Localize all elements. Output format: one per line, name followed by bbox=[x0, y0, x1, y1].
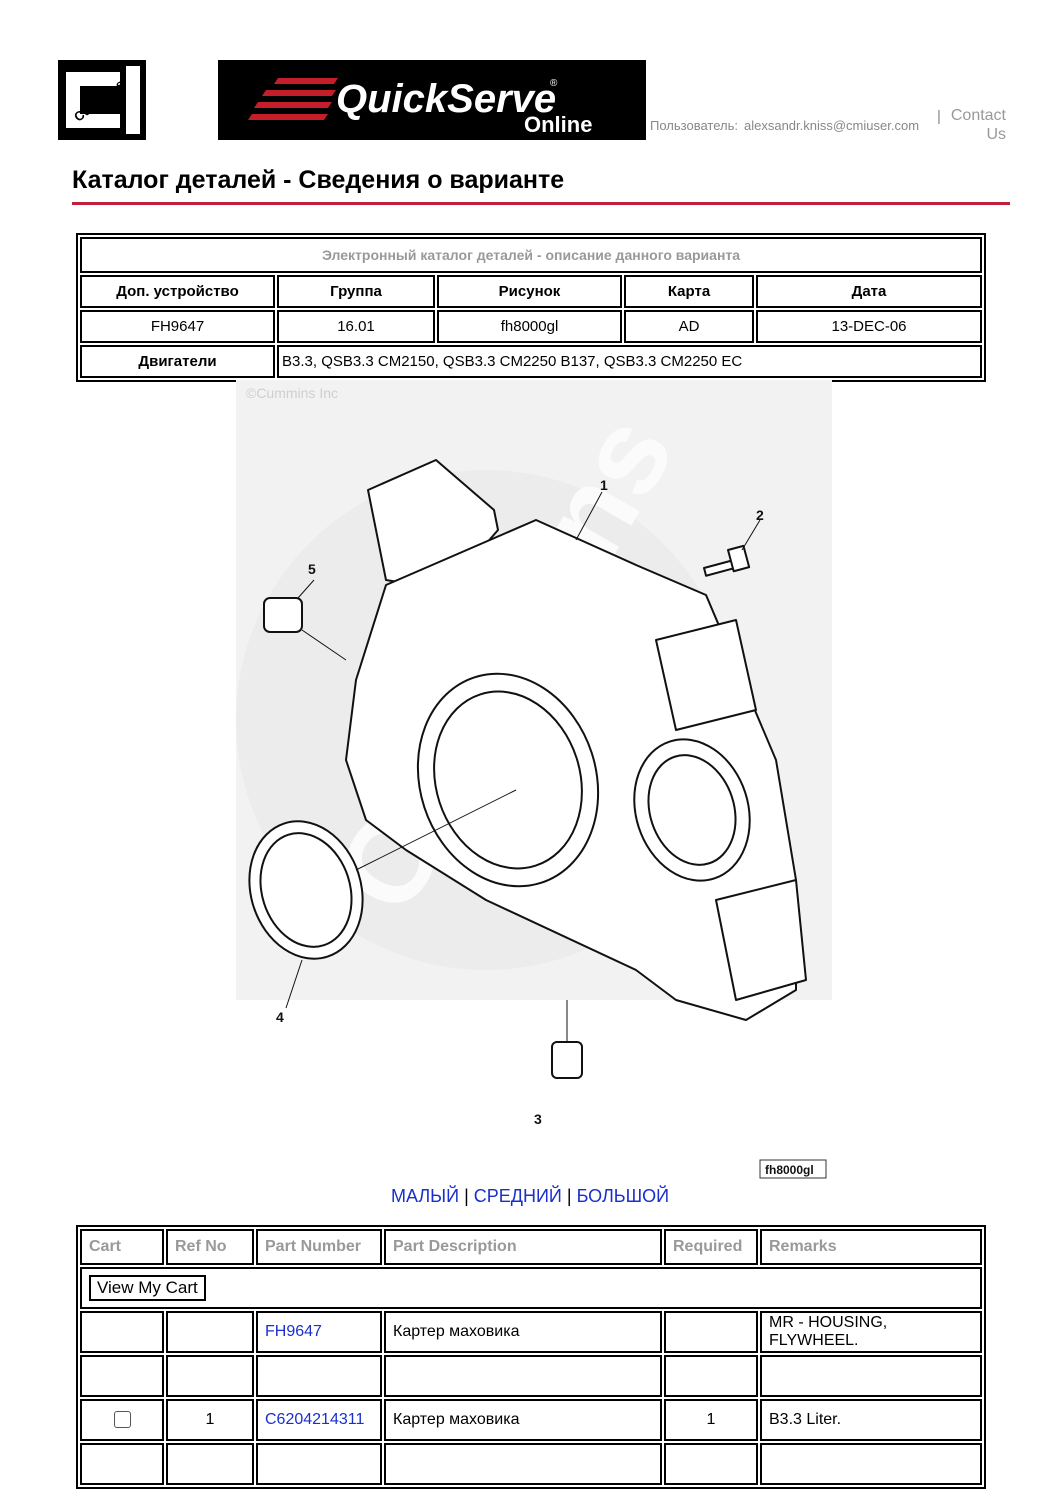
info-value-date: 13-DEC-06 bbox=[756, 310, 982, 343]
callout-4: 4 bbox=[276, 1009, 284, 1025]
row-cart-cell bbox=[80, 1399, 164, 1441]
callout-2: 2 bbox=[756, 507, 764, 523]
row-ref bbox=[166, 1355, 254, 1397]
row-ref bbox=[166, 1311, 254, 1353]
housing-mount-upper bbox=[655, 619, 757, 731]
size-sep-2: | bbox=[566, 1186, 572, 1206]
size-large-link[interactable]: БОЛЬШОЙ bbox=[576, 1186, 670, 1206]
part-number-link[interactable]: FH9647 bbox=[265, 1323, 322, 1340]
size-medium-link[interactable]: СРЕДНИЙ bbox=[473, 1186, 562, 1206]
col-required: Required bbox=[664, 1229, 758, 1265]
row-required bbox=[664, 1311, 758, 1353]
quickserve-online-text: Online bbox=[524, 112, 592, 137]
row-part-number bbox=[256, 1355, 382, 1397]
parts-diagram: Cummins ©Cummins Inc bbox=[236, 380, 832, 1180]
row-remarks: MR - HOUSING, FLYWHEEL. bbox=[760, 1311, 982, 1353]
row-required: 1 bbox=[664, 1399, 758, 1441]
cummins-logo: Cummins bbox=[58, 60, 146, 140]
quickserve-logo: QuickServe ® Online bbox=[218, 60, 646, 140]
part-number-link[interactable]: C6204214311 bbox=[265, 1411, 365, 1428]
plug-3 bbox=[551, 1041, 583, 1079]
callout-1: 1 bbox=[600, 477, 608, 493]
contact-line-2: Us bbox=[986, 126, 1006, 143]
user-email: alexsandr.kniss@cmiuser.com bbox=[743, 118, 920, 133]
table-row: 1 C6204214311 Картер маховика 1 B3.3 Lit… bbox=[80, 1399, 982, 1441]
row-description: Картер маховика bbox=[384, 1311, 662, 1353]
col-part-description: Part Description bbox=[384, 1229, 662, 1265]
table-row bbox=[80, 1443, 982, 1485]
info-header-group: Группа bbox=[277, 275, 435, 308]
col-cart: Cart bbox=[80, 1229, 164, 1265]
info-value-figure: fh8000gl bbox=[437, 310, 622, 343]
size-sep-1: | bbox=[464, 1186, 469, 1206]
row-required bbox=[664, 1355, 758, 1397]
row-remarks bbox=[760, 1355, 982, 1397]
info-value-map: AD bbox=[624, 310, 754, 343]
table-row bbox=[80, 1355, 982, 1397]
image-size-links: МАЛЫЙ | СРЕДНИЙ | БОЛЬШОЙ bbox=[0, 1186, 1060, 1207]
starter-opening-inner bbox=[647, 754, 737, 866]
info-header-map: Карта bbox=[624, 275, 754, 308]
info-header-date: Дата bbox=[756, 275, 982, 308]
info-header-device: Доп. устройство bbox=[80, 275, 275, 308]
user-info: Пользователь: alexsandr.kniss@cmiuser.com bbox=[650, 118, 919, 133]
col-part-number: Part Number bbox=[256, 1229, 382, 1265]
plug-5 bbox=[263, 597, 303, 633]
size-small-link[interactable]: МАЛЫЙ bbox=[390, 1186, 460, 1206]
quickserve-logo-text: QuickServe bbox=[336, 77, 556, 121]
diagram-copyright: ©Cummins Inc bbox=[246, 385, 338, 401]
row-part-number: C6204214311 bbox=[256, 1399, 382, 1441]
callout-5: 5 bbox=[308, 561, 316, 577]
view-cart-cell: View My Cart bbox=[80, 1267, 982, 1309]
col-ref-no: Ref No bbox=[166, 1229, 254, 1265]
parts-table: Cart Ref No Part Number Part Description… bbox=[76, 1225, 986, 1489]
contact-us-link[interactable]: Contact Us bbox=[940, 106, 1006, 144]
row-description: Картер маховика bbox=[384, 1399, 662, 1441]
engines-value: B3.3, QSB3.3 CM2150, QSB3.3 CM2250 B137,… bbox=[277, 345, 982, 378]
info-value-device: FH9647 bbox=[80, 310, 275, 343]
contact-line-1: Contact bbox=[950, 107, 1006, 124]
user-label: Пользователь: bbox=[650, 118, 738, 133]
callout-3: 3 bbox=[534, 1111, 542, 1127]
engines-label: Двигатели bbox=[80, 345, 275, 378]
row-cart-cell bbox=[80, 1311, 164, 1353]
info-header-figure: Рисунок bbox=[437, 275, 622, 308]
variant-info-table: Электронный каталог деталей - описание д… bbox=[76, 233, 986, 382]
row-remarks: B3.3 Liter. bbox=[760, 1399, 982, 1441]
housing-bore-inner bbox=[433, 690, 583, 870]
page-title: Каталог деталей - Сведения о варианте bbox=[72, 166, 565, 194]
row-description bbox=[384, 1355, 662, 1397]
col-remarks: Remarks bbox=[760, 1229, 982, 1265]
row-cart-cell bbox=[80, 1355, 164, 1397]
row-cart-cell bbox=[80, 1443, 164, 1485]
info-caption: Электронный каталог деталей - описание д… bbox=[80, 237, 982, 273]
quickserve-reg-mark: ® bbox=[550, 78, 558, 89]
bolt-2-head bbox=[727, 544, 751, 573]
view-my-cart-button[interactable]: View My Cart bbox=[89, 1275, 206, 1301]
housing-mount-lower bbox=[715, 879, 807, 1001]
row-part-number: FH9647 bbox=[256, 1311, 382, 1353]
row-ref: 1 bbox=[166, 1399, 254, 1441]
info-value-group: 16.01 bbox=[277, 310, 435, 343]
diagram-tag: fh8000gl bbox=[765, 1163, 814, 1177]
add-to-cart-checkbox[interactable] bbox=[113, 1411, 131, 1429]
title-divider bbox=[72, 202, 1010, 205]
header-separator: | bbox=[937, 108, 941, 125]
table-row: FH9647 Картер маховика MR - HOUSING, FLY… bbox=[80, 1311, 982, 1353]
seal-ring-inner bbox=[259, 832, 353, 948]
